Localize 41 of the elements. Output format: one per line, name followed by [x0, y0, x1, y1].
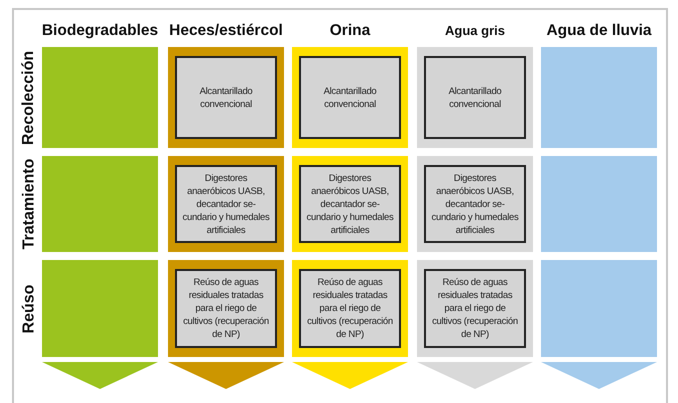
box-text: Digestores anaeróbicos UASB, decantador se-cundario y humedales artificiales	[430, 172, 520, 236]
column-header: Biodegradables	[40, 21, 160, 41]
box-text: Digestores anaeróbicos UASB, decantador se-cundario y humedales artificiales	[306, 172, 394, 236]
box-text: Reúso de aguas residuales tratadas para el riego de cultivos (recuperación de NP)	[306, 276, 394, 341]
category-cell	[292, 47, 408, 148]
category-cell	[42, 260, 158, 357]
row-header: Recolección	[19, 50, 38, 145]
box-text: Digestores anaeróbicos UASB, decantador se-cundario y humedales artificiales	[182, 172, 270, 236]
category-cell	[42, 156, 158, 252]
category-cell	[292, 156, 408, 252]
process-box	[299, 165, 401, 243]
process-box	[424, 56, 526, 139]
category-cell	[541, 156, 657, 252]
row-header: Tratamiento	[19, 158, 38, 250]
process-box	[175, 269, 277, 348]
box-text: Alcantarillado convencional	[448, 84, 502, 110]
category-cell	[417, 156, 533, 252]
box-text: Alcantarillado convencional	[198, 84, 254, 110]
category-cell	[292, 260, 408, 357]
category-cell	[168, 156, 284, 252]
box-text: Alcantarillado convencional	[322, 84, 378, 110]
process-box	[424, 269, 526, 348]
row-header: Reúso	[19, 284, 38, 333]
category-cell	[417, 47, 533, 148]
category-cell	[541, 260, 657, 357]
box-text: Reúso de aguas residuales tratadas para el riego de cultivos (recuperación de NP)	[182, 276, 270, 341]
column-header: Orina	[328, 21, 372, 41]
process-box	[175, 165, 277, 243]
box-text: Reúso de aguas residuales tratadas para el riego de cultivos (recuperación de NP)	[431, 276, 519, 341]
category-cell	[417, 260, 533, 357]
category-cell	[42, 47, 158, 148]
column-header: Heces/estiércol	[168, 21, 284, 41]
category-cell	[541, 47, 657, 148]
column-header: Agua de lluvia	[545, 21, 653, 41]
category-cell	[168, 47, 284, 148]
process-box	[299, 56, 401, 139]
process-box	[424, 165, 526, 243]
process-box	[299, 269, 401, 348]
column-header: Agua gris	[444, 22, 506, 40]
process-box	[175, 56, 277, 139]
category-cell	[168, 260, 284, 357]
